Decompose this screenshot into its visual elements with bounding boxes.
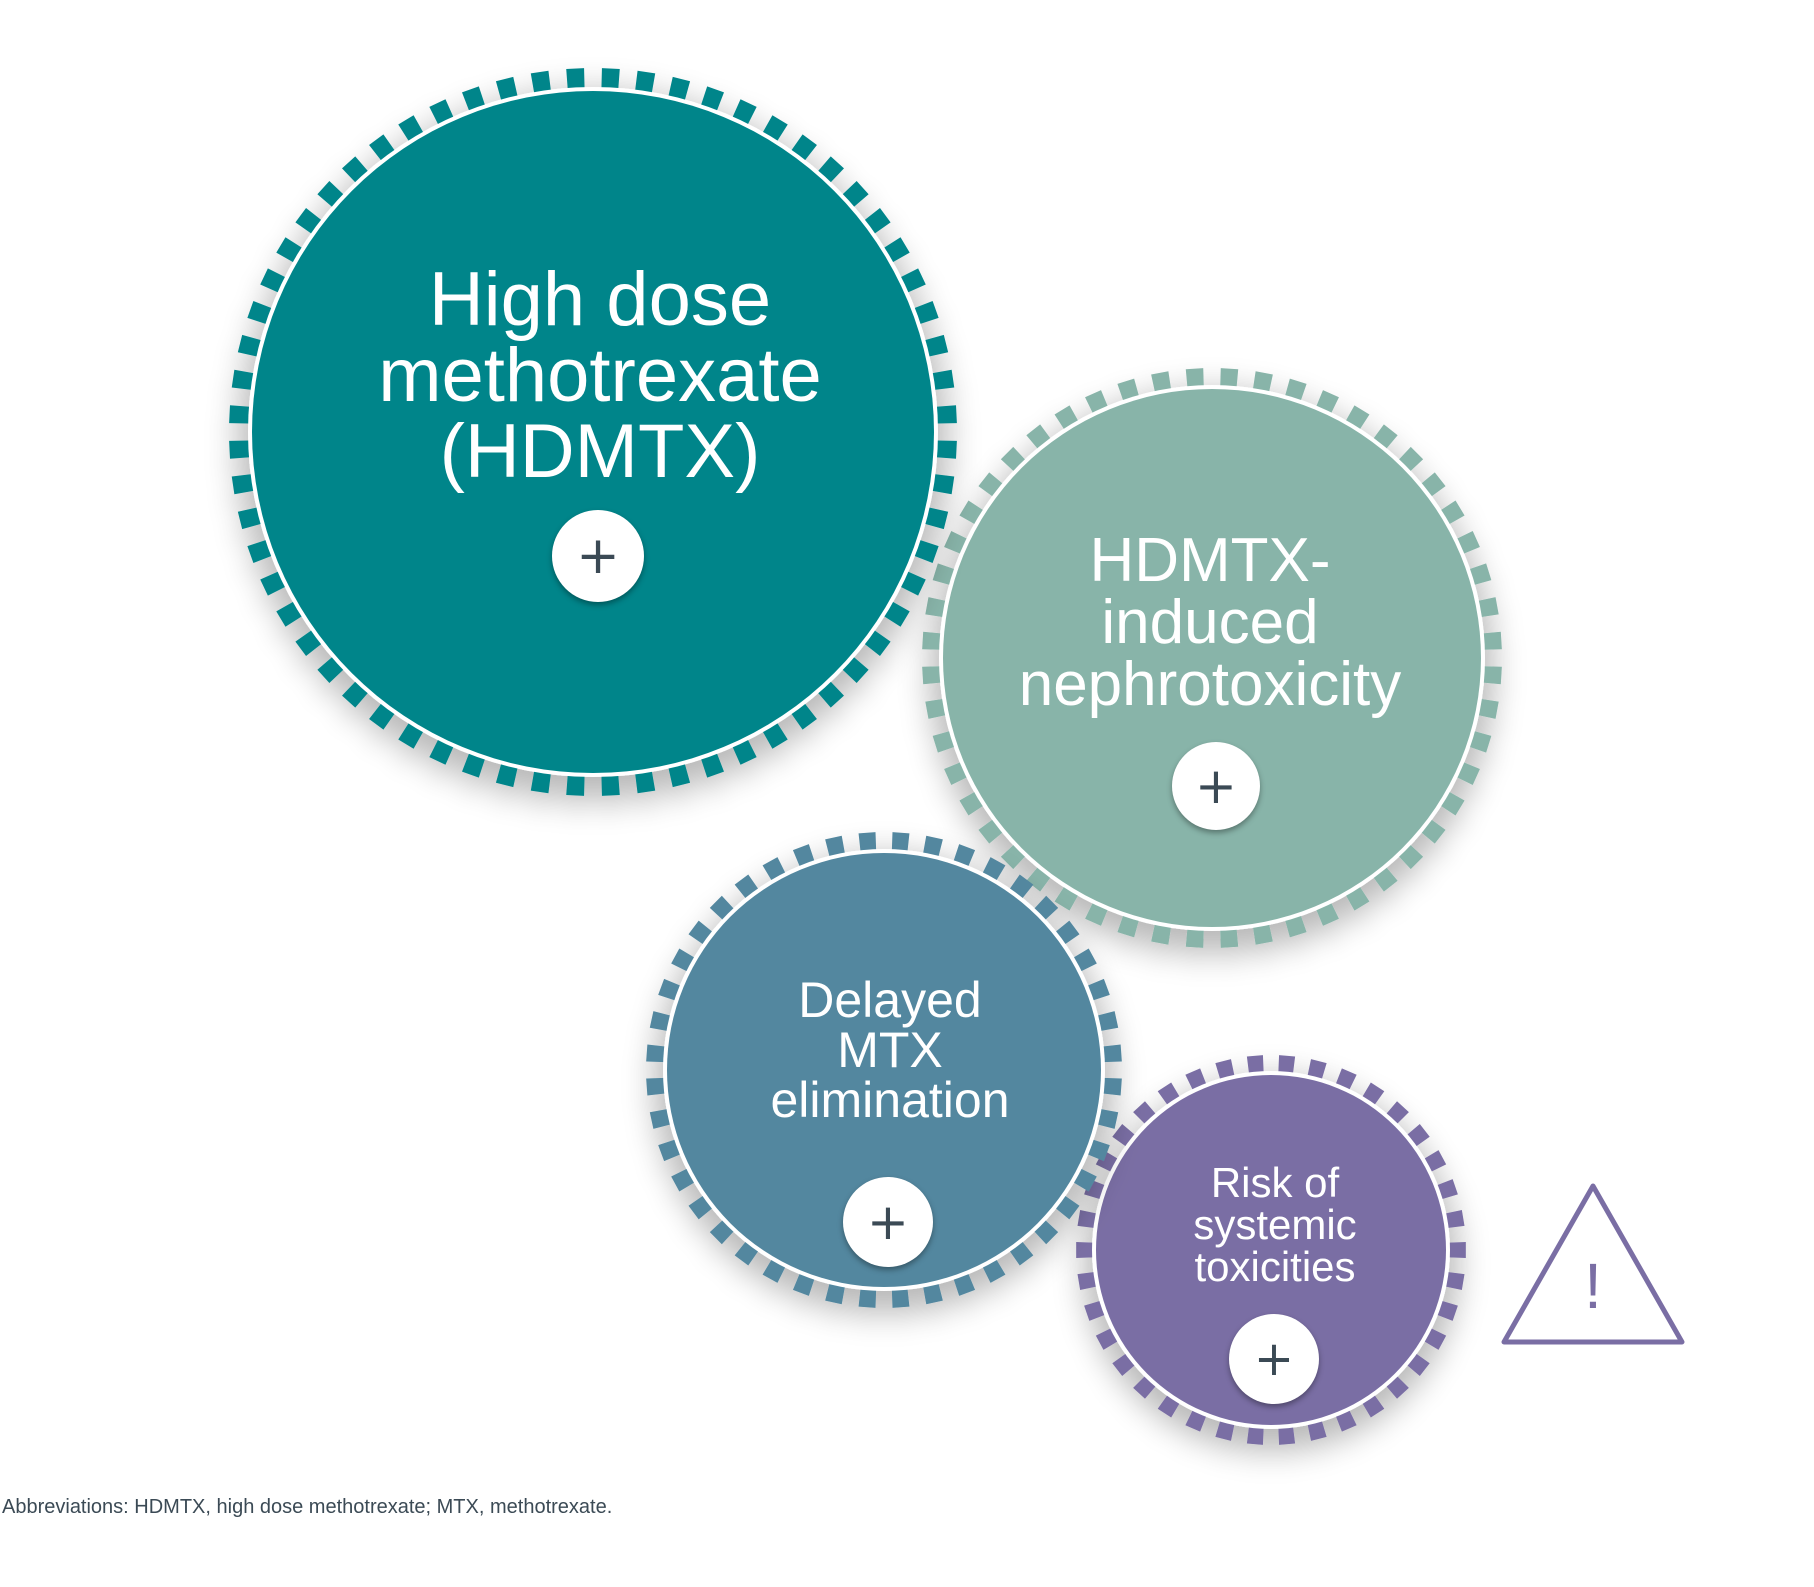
plus-button-delayed[interactable]: + [843,1177,933,1267]
gear-delayed [646,832,1122,1308]
plus-button-risk[interactable]: + [1229,1314,1319,1404]
gear-hdmtx [229,68,957,796]
gear-body-risk [1096,1075,1446,1425]
gear-label-delayed: Delayed MTX elimination [770,972,1010,1128]
gear-label-risk: Risk of systemic toxicities [1193,1159,1357,1290]
gear-label-nephrotoxicity: HDMTX- induced nephrotoxicity [1018,526,1402,719]
plus-button-hdmtx[interactable]: + [552,510,644,602]
plus-button-nephrotoxicity[interactable]: + [1172,742,1260,830]
gear-risk [1076,1055,1466,1445]
gear-nephrotoxicity [922,368,1502,948]
warning-exclamation: ! [1584,1250,1602,1322]
footnote-abbreviations: Abbreviations: HDMTX, high dose methotre… [2,1496,613,1518]
gear-body-nephrotoxicity [943,389,1481,927]
gear-label-hdmtx: High dose methotrexate (HDMTX) [378,257,822,494]
warning-triangle-icon: ! [1501,1183,1685,1345]
gear-body-delayed [667,853,1101,1287]
gear-body-hdmtx [252,91,934,773]
